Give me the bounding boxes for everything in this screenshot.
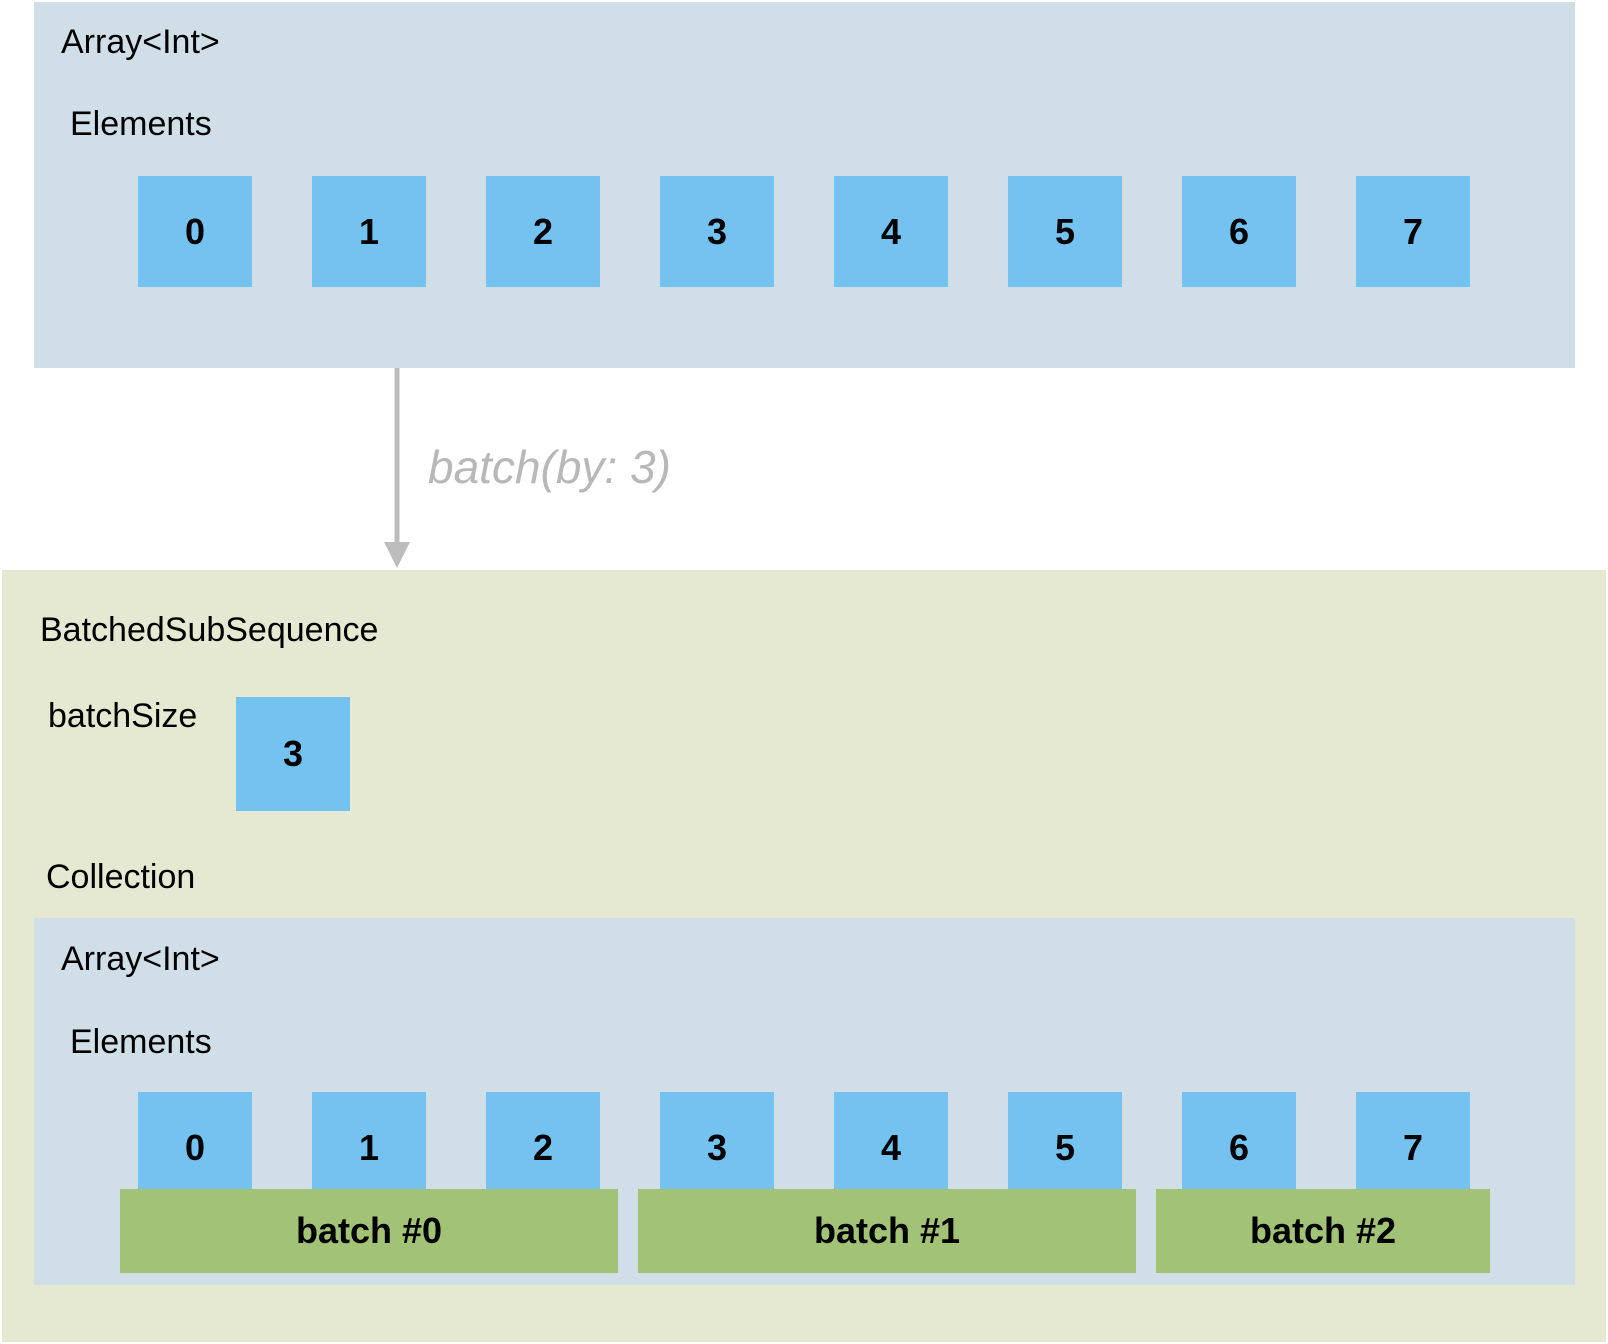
batch-size-label: batchSize: [48, 697, 198, 735]
source-element-cell: 4: [834, 176, 948, 287]
source-element-cell: 7: [1356, 176, 1470, 287]
inner-element-cell: 6: [1182, 1092, 1296, 1203]
inner-element-cell: 0: [138, 1092, 252, 1203]
inner-element-cell: 5: [1008, 1092, 1122, 1203]
source-element-cell: 1: [312, 176, 426, 287]
source-elements-label: Elements: [70, 105, 212, 143]
source-element-cell: 2: [486, 176, 600, 287]
batch-bar-0: batch #0: [120, 1189, 618, 1273]
inner-element-cell: 1: [312, 1092, 426, 1203]
batched-subsequence-type-label: BatchedSubSequence: [40, 611, 379, 649]
inner-element-cell: 3: [660, 1092, 774, 1203]
source-array-panel: [34, 2, 1575, 368]
inner-array-type-label: Array<Int>: [61, 940, 220, 978]
inner-element-cell: 2: [486, 1092, 600, 1203]
batch-size-value-cell: 3: [236, 697, 350, 811]
source-array-type-label: Array<Int>: [61, 23, 220, 61]
batch-bar-2: batch #2: [1156, 1189, 1490, 1273]
source-element-cell: 6: [1182, 176, 1296, 287]
source-element-cell: 5: [1008, 176, 1122, 287]
inner-elements-label: Elements: [70, 1023, 212, 1061]
inner-element-cell: 7: [1356, 1092, 1470, 1203]
collection-label: Collection: [46, 858, 196, 896]
operation-label: batch(by: 3): [428, 441, 671, 493]
batch-bar-1: batch #1: [638, 1189, 1136, 1273]
inner-element-cell: 4: [834, 1092, 948, 1203]
source-element-cell: 0: [138, 176, 252, 287]
source-element-cell: 3: [660, 176, 774, 287]
transform-arrow: [384, 368, 410, 568]
